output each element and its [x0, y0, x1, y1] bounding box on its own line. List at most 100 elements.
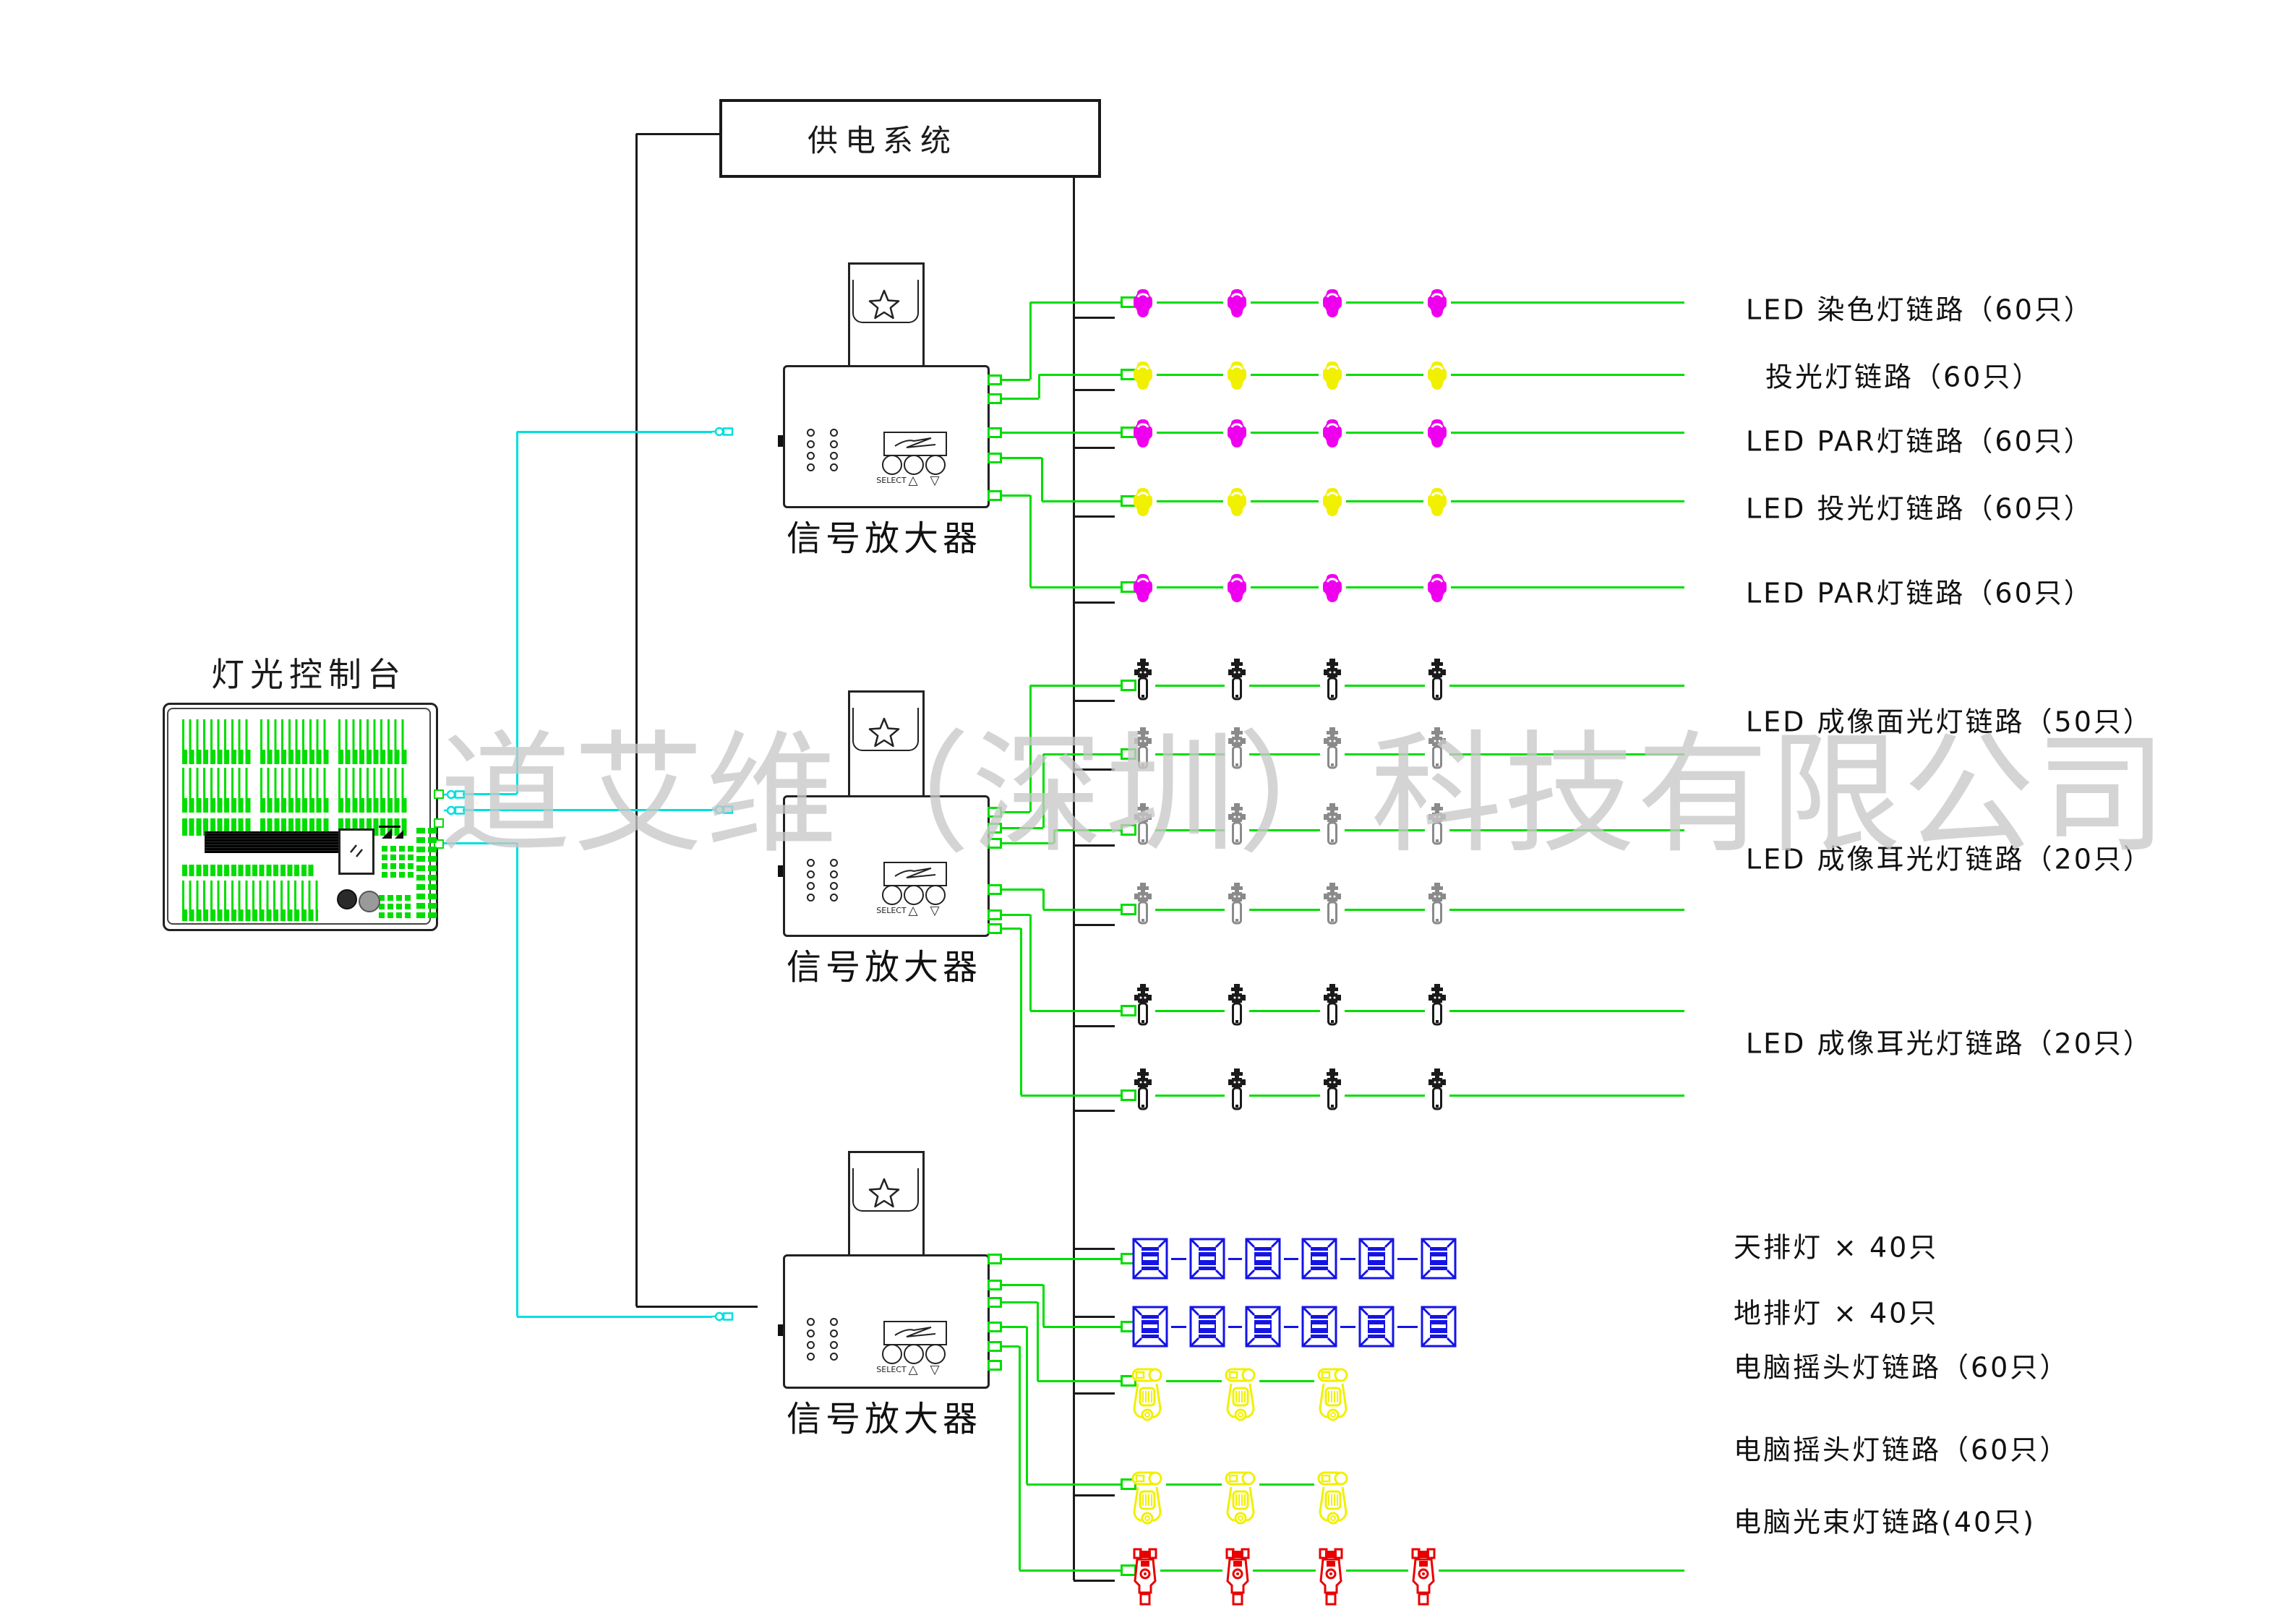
flood-fixture-icon [1358, 1238, 1395, 1280]
chain-label: 电脑光束灯链路(40只) [1734, 1506, 2036, 1538]
console-knob [359, 891, 380, 912]
flood-fixture-icon [1189, 1306, 1225, 1348]
dmx-wire [463, 793, 517, 795]
profile-fixture-icon [1323, 659, 1342, 702]
amp-output-wire [1039, 374, 1121, 376]
amp-select-label: SELECT [876, 476, 907, 485]
amp-led-dot [807, 870, 815, 878]
chain-label: LED 成像耳光灯链路（20只） [1746, 1027, 2153, 1060]
chain-line [1249, 753, 1320, 755]
amp-led-dot [807, 1353, 815, 1361]
amp-led-dot [807, 1318, 815, 1326]
amp-output-wire [1043, 909, 1121, 911]
flood-fixture-icon [1301, 1306, 1337, 1348]
profile-fixture-icon [1228, 659, 1246, 702]
amp-output-wire [1029, 495, 1032, 587]
amp-output-wire [1037, 1302, 1039, 1381]
par-fixture-icon [1426, 573, 1448, 603]
amp-led-dot [830, 440, 838, 448]
amp-output-wire [1030, 685, 1121, 687]
amp-led-dot [807, 429, 815, 437]
console-screen [338, 828, 374, 875]
amp-led-dot [807, 463, 815, 471]
chain-label: LED PAR灯链路（60只） [1746, 577, 2094, 609]
amp-display [883, 862, 947, 886]
amp-button [882, 885, 902, 905]
profile-fixture-icon [1228, 984, 1246, 1027]
power-tap-tick [1074, 447, 1115, 449]
amp-output-port [988, 823, 1002, 834]
profile-fixture-icon [1323, 803, 1342, 847]
console-controls [205, 831, 343, 853]
amp-output-port [988, 374, 1002, 385]
amp-output-port [988, 1322, 1002, 1332]
chain-line [1155, 829, 1225, 831]
amp-led-dot [807, 894, 815, 902]
amp-output-port [988, 807, 1002, 818]
amp-button [925, 455, 946, 475]
profile-fixture-icon [1323, 727, 1342, 771]
amp-label: 信号放大器 [786, 518, 982, 559]
console-controls [416, 826, 425, 918]
amp-output-port [988, 909, 1002, 920]
amp-led-dot [807, 1341, 815, 1349]
par-fixture-icon [1226, 288, 1248, 318]
chain-line [1449, 1095, 1684, 1097]
chain-line [1157, 374, 1223, 376]
profile-fixture-icon [1323, 883, 1342, 926]
amp-led-dot [807, 452, 815, 460]
chain-label: 电脑摇头灯链路（60只） [1734, 1434, 2070, 1466]
mh-fixture-icon [1225, 1470, 1256, 1525]
profile-fixture-icon [1228, 883, 1246, 926]
console-controls [260, 798, 330, 813]
beam-fixture-icon [1133, 1548, 1157, 1606]
power-tap-tick [1074, 601, 1115, 604]
flood-fixture-icon [1301, 1238, 1337, 1280]
chain-line [1155, 1010, 1225, 1012]
amp-led-dot [830, 1341, 838, 1349]
chain-line [1346, 500, 1423, 502]
chain-line [1449, 829, 1684, 831]
console-controls [338, 719, 408, 750]
chain-line [1346, 301, 1423, 304]
amp-output-wire [1021, 1095, 1121, 1097]
chain-label: LED 投光灯链路（60只） [1746, 492, 2094, 525]
amp-output-wire [1054, 829, 1121, 831]
profile-fixture-icon [1134, 883, 1152, 926]
console-controls [382, 844, 414, 878]
amp-led-dot [830, 429, 838, 437]
amp-output-port [988, 884, 1002, 895]
amp-led-dot [830, 452, 838, 460]
chain-line [1166, 1483, 1222, 1486]
chain-line [1157, 432, 1223, 434]
par-fixture-icon [1322, 487, 1343, 517]
power-system-box: 供电系统 [719, 99, 1101, 178]
profile-fixture-icon [1134, 659, 1152, 702]
mh-fixture-icon [1131, 1366, 1163, 1421]
chain-line [1251, 500, 1319, 502]
par-fixture-icon [1226, 418, 1248, 448]
chain-label: LED PAR灯链路（60只） [1746, 425, 2094, 458]
console-controls [182, 881, 318, 909]
par-fixture-icon [1322, 288, 1343, 318]
amp-output-wire [1042, 500, 1121, 502]
amp-led-dot [830, 1318, 838, 1326]
console-controls [338, 750, 408, 764]
chain-line [1249, 685, 1320, 687]
par-fixture-icon [1322, 360, 1343, 390]
par-fixture-icon [1132, 288, 1154, 318]
console-controls [182, 909, 318, 921]
console-controls [260, 719, 330, 750]
power-tap-tick [1074, 1494, 1115, 1496]
chain-line [1346, 586, 1423, 588]
amp-led-dot [830, 1329, 838, 1337]
console-controls [428, 826, 437, 918]
console-logo-icon [377, 824, 406, 840]
chain-label: 电脑摇头灯链路（60只） [1734, 1351, 2070, 1384]
chain-label: 地排灯 × 40只 [1734, 1297, 1939, 1329]
power-feed-line [635, 134, 638, 1306]
par-fixture-icon [1132, 418, 1154, 448]
dmx-wire [517, 1316, 712, 1318]
power-tap-tick [1074, 1025, 1115, 1027]
dmx-wire [517, 431, 712, 433]
